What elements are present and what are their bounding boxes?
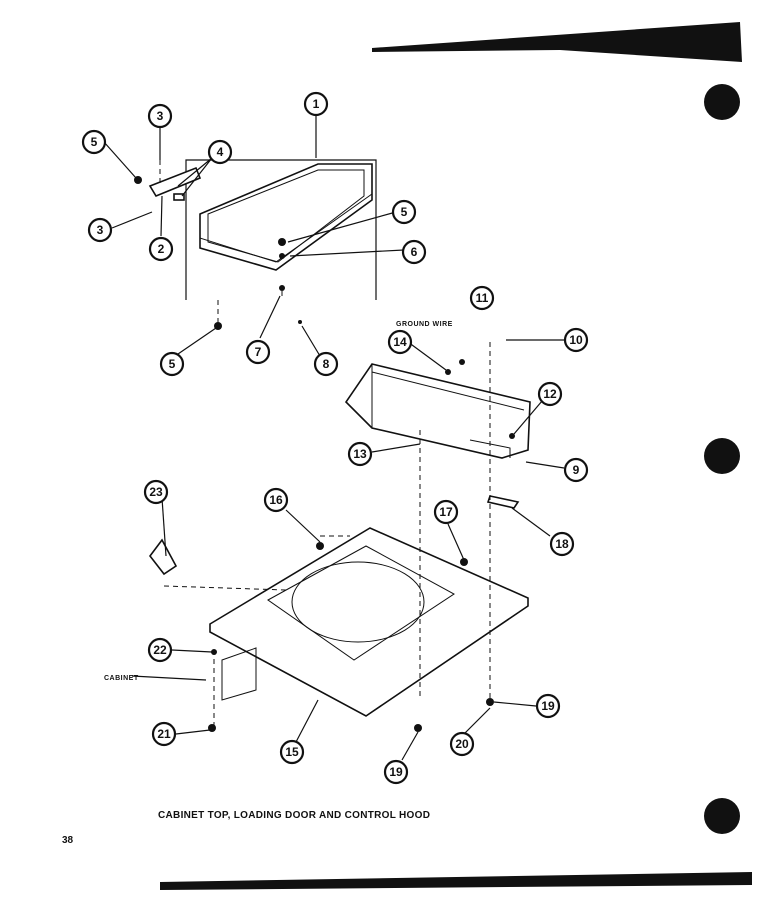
callout-12: 12	[537, 381, 563, 407]
callout-8: 8	[313, 351, 339, 377]
callout-5-door: 5	[391, 199, 417, 225]
callout-11: 11	[469, 285, 495, 311]
svg-text:5: 5	[169, 357, 176, 371]
svg-text:1: 1	[313, 97, 320, 111]
callout-17: 17	[433, 499, 459, 525]
callout-15: 15	[279, 739, 305, 765]
svg-text:10: 10	[569, 333, 583, 347]
callout-4: 4	[207, 139, 233, 165]
svg-text:13: 13	[353, 447, 367, 461]
svg-text:21: 21	[157, 727, 171, 741]
assembly-lines	[159, 160, 491, 730]
callout-10: 10	[563, 327, 589, 353]
binder-hole-3	[704, 798, 740, 834]
svg-text:20: 20	[455, 737, 469, 751]
scan-artifact-bottom	[160, 872, 752, 890]
svg-text:12: 12	[543, 387, 557, 401]
svg-text:19: 19	[389, 765, 403, 779]
svg-text:15: 15	[285, 745, 299, 759]
callout-7: 7	[245, 339, 271, 365]
cabinet-top	[148, 527, 529, 732]
ground-wire-label: GROUND WIRE	[396, 321, 453, 328]
diagram-caption: CABINET TOP, LOADING DOOR AND CONTROL HO…	[158, 810, 431, 821]
callout-9: 9	[563, 457, 589, 483]
svg-text:5: 5	[91, 135, 98, 149]
callout-19-right: 19	[535, 693, 561, 719]
svg-text:22: 22	[153, 643, 167, 657]
svg-text:16: 16	[269, 493, 283, 507]
svg-text:17: 17	[439, 505, 453, 519]
svg-text:7: 7	[255, 345, 262, 359]
svg-text:3: 3	[97, 223, 104, 237]
binder-hole-1	[704, 84, 740, 120]
callout-1: 1	[303, 91, 329, 117]
callout-6: 6	[401, 239, 427, 265]
svg-text:18: 18	[555, 537, 569, 551]
callout-3-left: 3	[87, 217, 113, 243]
svg-text:23: 23	[149, 485, 163, 499]
svg-text:19: 19	[541, 699, 555, 713]
callout-5-bottom: 5	[159, 351, 185, 377]
svg-text:9: 9	[573, 463, 580, 477]
callout-14: 14	[387, 329, 413, 355]
control-hood	[344, 359, 531, 509]
svg-text:2: 2	[158, 242, 165, 256]
leader-lines	[103, 116, 565, 761]
cabinet-label: CABINET	[104, 675, 139, 682]
callout-20: 20	[449, 731, 475, 757]
callout-22: 22	[147, 637, 173, 663]
callout-19-bottom: 19	[383, 759, 409, 785]
svg-text:6: 6	[411, 245, 418, 259]
callout-18: 18	[549, 531, 575, 557]
loading-door-assembly	[134, 159, 377, 330]
callout-3-top: 3	[147, 103, 173, 129]
callout-21: 21	[151, 721, 177, 747]
callout-2: 2	[148, 236, 174, 262]
page-number: 38	[62, 835, 74, 846]
svg-text:5: 5	[401, 205, 408, 219]
binder-hole-2	[704, 438, 740, 474]
callout-13: 13	[347, 441, 373, 467]
scan-artifact-top	[372, 22, 742, 62]
svg-text:4: 4	[217, 145, 224, 159]
svg-text:14: 14	[393, 335, 407, 349]
svg-text:11: 11	[476, 291, 489, 305]
svg-text:3: 3	[157, 109, 164, 123]
svg-text:8: 8	[323, 357, 330, 371]
callout-23: 23	[143, 479, 169, 505]
callout-5-hinge: 5	[81, 129, 107, 155]
callout-16: 16	[263, 487, 289, 513]
